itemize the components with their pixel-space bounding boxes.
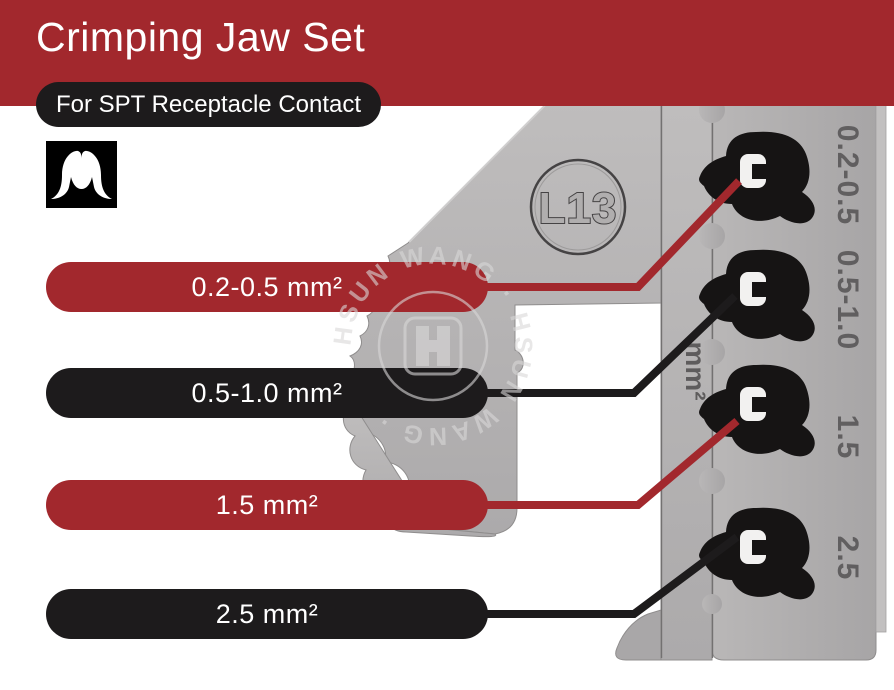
engraving-0.5-1.0: 0.5-1.0: [831, 250, 864, 350]
engraving-0.2-0.5: 0.2-0.5: [831, 125, 864, 225]
size-label-0.2-0.5: 0.2-0.5 mm²: [46, 262, 488, 312]
die-right-facet: [875, 91, 887, 633]
size-label-2.5: 2.5 mm²: [46, 589, 488, 639]
crimp-profile-icon: [46, 141, 117, 208]
page-title: Crimping Jaw Set: [36, 14, 366, 60]
body-edge-highlight: [408, 78, 572, 243]
size-label-1.5: 1.5 mm²: [46, 480, 488, 530]
subtitle-text: For SPT Receptacle Contact: [56, 91, 362, 118]
subtitle-badge: For SPT Receptacle Contact: [36, 82, 382, 127]
engraving-1.5: 1.5: [831, 415, 864, 460]
svg-text:L13: L13: [539, 184, 618, 233]
engraving-2.5: 2.5: [831, 536, 864, 581]
strip-foot: [615, 609, 662, 661]
size-label-0.5-1.0: 0.5-1.0 mm²: [46, 368, 488, 418]
unit-engraving: mm²: [680, 341, 711, 400]
